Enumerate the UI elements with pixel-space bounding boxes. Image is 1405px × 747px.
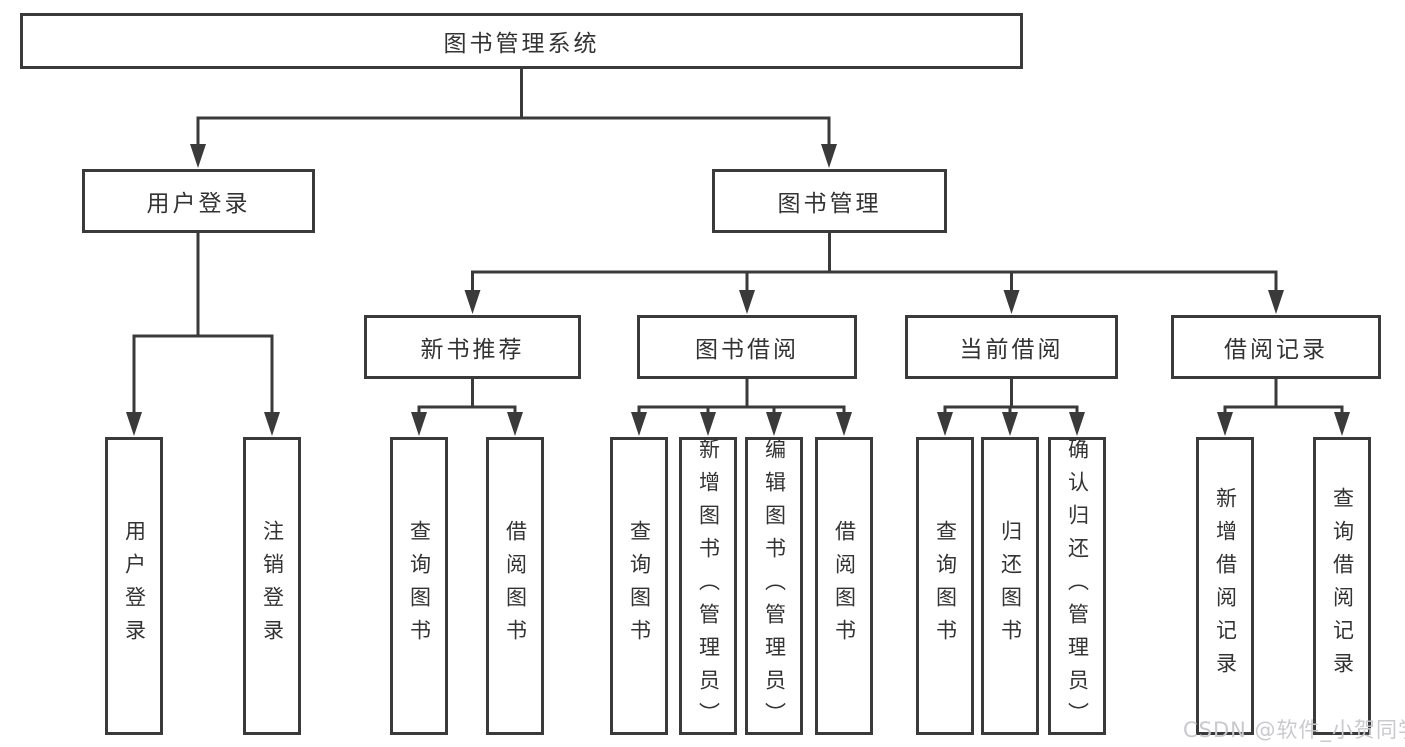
leaf-borrow-books-borrowing-label: 借阅图书 xyxy=(832,520,857,652)
node-book-borrowing-label: 图书借阅 xyxy=(695,337,799,363)
leaf-query-borrow-record-label: 查询借阅记录 xyxy=(1330,487,1355,685)
leaf-add-borrow-record-label: 新增借阅记录 xyxy=(1213,487,1238,685)
node-borrowing-records-label: 借阅记录 xyxy=(1224,337,1328,363)
node-borrowing-records: 借阅记录 xyxy=(1171,315,1381,379)
node-book-borrowing: 图书借阅 xyxy=(637,315,857,379)
leaf-borrow-books-borrowing: 借阅图书 xyxy=(815,437,873,735)
node-current-borrowing: 当前借阅 xyxy=(905,315,1118,379)
leaf-edit-book-admin-label: 编辑图书（管理员） xyxy=(762,437,787,735)
leaf-add-book-admin-label: 新增图书（管理员） xyxy=(696,437,721,735)
leaf-add-borrow-record: 新增借阅记录 xyxy=(1196,437,1254,735)
node-user-login: 用户登录 xyxy=(82,169,315,233)
leaf-query-books-recommend-label: 查询图书 xyxy=(407,520,432,652)
leaf-user-login-label: 用户登录 xyxy=(122,520,147,652)
leaf-borrow-books-recommend-label: 借阅图书 xyxy=(503,520,528,652)
leaf-query-books-borrowing-label: 查询图书 xyxy=(627,520,652,652)
node-new-book-recommendation-label: 新书推荐 xyxy=(420,337,525,363)
node-current-borrowing-label: 当前借阅 xyxy=(959,337,1064,363)
leaf-query-books-recommend: 查询图书 xyxy=(390,437,448,735)
arrowhead-icons xyxy=(126,144,1350,436)
leaf-logout: 注销登录 xyxy=(243,437,301,735)
leaf-query-borrow-record: 查询借阅记录 xyxy=(1313,437,1371,735)
leaf-query-books-borrowing: 查询图书 xyxy=(610,437,668,735)
leaf-return-books-label: 归还图书 xyxy=(998,520,1023,652)
node-new-book-recommendation: 新书推荐 xyxy=(364,315,581,379)
node-book-management-label: 图书管理 xyxy=(777,191,882,217)
node-book-management: 图书管理 xyxy=(712,169,947,233)
leaf-logout-label: 注销登录 xyxy=(260,520,285,652)
leaf-query-books-current: 查询图书 xyxy=(916,437,974,735)
node-user-login-label: 用户登录 xyxy=(146,191,251,217)
leaf-return-books: 归还图书 xyxy=(981,437,1039,735)
leaf-confirm-return-admin-label: 确认归还（管理员） xyxy=(1065,437,1090,735)
leaf-confirm-return-admin: 确认归还（管理员） xyxy=(1048,437,1106,735)
node-root-label: 图书管理系统 xyxy=(443,31,600,57)
leaf-borrow-books-recommend: 借阅图书 xyxy=(486,437,544,735)
leaf-query-books-current-label: 查询图书 xyxy=(933,520,958,652)
node-root: 图书管理系统 xyxy=(20,13,1023,69)
csdn-watermark: CSDN @软件_小贺同学 xyxy=(1183,718,1405,742)
leaf-edit-book-admin: 编辑图书（管理员） xyxy=(745,437,803,735)
leaf-user-login: 用户登录 xyxy=(105,437,163,735)
leaf-add-book-admin: 新增图书（管理员） xyxy=(679,437,737,735)
